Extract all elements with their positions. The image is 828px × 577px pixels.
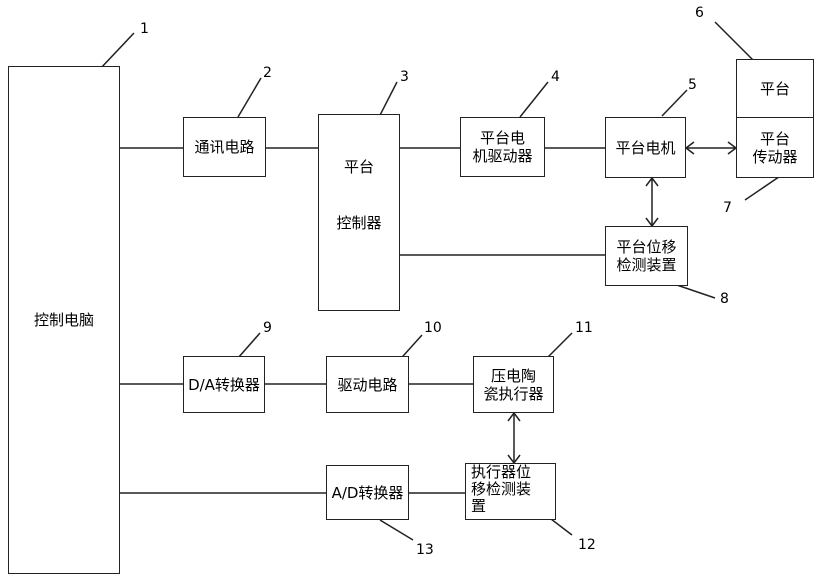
platform-displacement-label-2: 检测装置: [616, 256, 676, 274]
ad-converter-block: A/D转换器: [326, 465, 409, 520]
comm-circuit-block: 通讯电路: [183, 117, 266, 177]
ref-number-2: 2: [263, 66, 272, 80]
ref-number-5: 5: [688, 78, 697, 92]
actuator-displacement-block: 执行器位 移检测装 置: [465, 463, 556, 520]
platform-displacement-block: 平台位移 检测装置: [605, 226, 688, 286]
ref-number-12: 12: [578, 538, 596, 552]
platform-displacement-label-1: 平台位移: [616, 238, 676, 256]
platform-controller-label-1: 平台: [319, 158, 399, 176]
platform-transmission-label-1: 平台: [760, 130, 790, 148]
ref-number-11: 11: [575, 321, 593, 335]
platform-transmission-block: 平台 传动器: [736, 117, 814, 178]
da-converter-label: D/A转换器: [188, 376, 260, 394]
motor-driver-block: 平台电 机驱动器: [460, 117, 545, 177]
ref-number-9: 9: [263, 321, 272, 335]
ref-number-10: 10: [424, 321, 442, 335]
platform-block: 平台: [736, 59, 814, 118]
leader-9: [238, 333, 260, 358]
platform-controller-label-2: 控制器: [319, 214, 399, 232]
motor-driver-label-2: 机驱动器: [472, 147, 532, 165]
drive-circuit-label: 驱动电路: [337, 376, 397, 394]
leader-4: [520, 82, 548, 117]
ref-number-1: 1: [140, 22, 149, 36]
piezo-actuator-label-1: 压电陶: [491, 367, 536, 385]
ref-number-6: 6: [695, 6, 704, 20]
arrow-motor-displacement: [646, 178, 658, 226]
da-converter-block: D/A转换器: [183, 356, 265, 413]
platform-motor-label: 平台电机: [615, 139, 675, 157]
control-computer-label: 控制电脑: [34, 311, 94, 329]
ref-number-8: 8: [720, 292, 729, 306]
platform-controller-block: 平台 控制器: [318, 114, 400, 311]
piezo-actuator-label-2: 瓷执行器: [483, 385, 543, 403]
leader-6: [715, 22, 753, 60]
leader-2: [238, 78, 261, 117]
comm-circuit-label: 通讯电路: [194, 138, 254, 156]
ref-number-13: 13: [416, 543, 434, 557]
platform-motor-block: 平台电机: [605, 117, 686, 178]
actuator-displacement-label-2: 移检测装: [471, 481, 555, 498]
drive-circuit-block: 驱动电路: [326, 356, 409, 413]
ref-number-7: 7: [723, 201, 732, 215]
leader-13: [380, 520, 413, 540]
arrow-motor-transmission: [686, 142, 736, 154]
ref-number-3: 3: [400, 70, 409, 84]
motor-driver-label-1: 平台电: [480, 129, 525, 147]
actuator-displacement-label-3: 置: [471, 498, 555, 515]
leader-5: [662, 90, 687, 116]
platform-transmission-label-2: 传动器: [752, 148, 797, 166]
ad-converter-label: A/D转换器: [332, 484, 404, 502]
control-computer-block: 控制电脑: [8, 66, 120, 574]
arrow-piezo-actuator-displacement: [508, 413, 520, 463]
ref-number-4: 4: [551, 70, 560, 84]
actuator-displacement-label-1: 执行器位: [471, 464, 555, 481]
platform-label: 平台: [760, 80, 790, 98]
piezo-actuator-block: 压电陶 瓷执行器: [473, 356, 554, 413]
